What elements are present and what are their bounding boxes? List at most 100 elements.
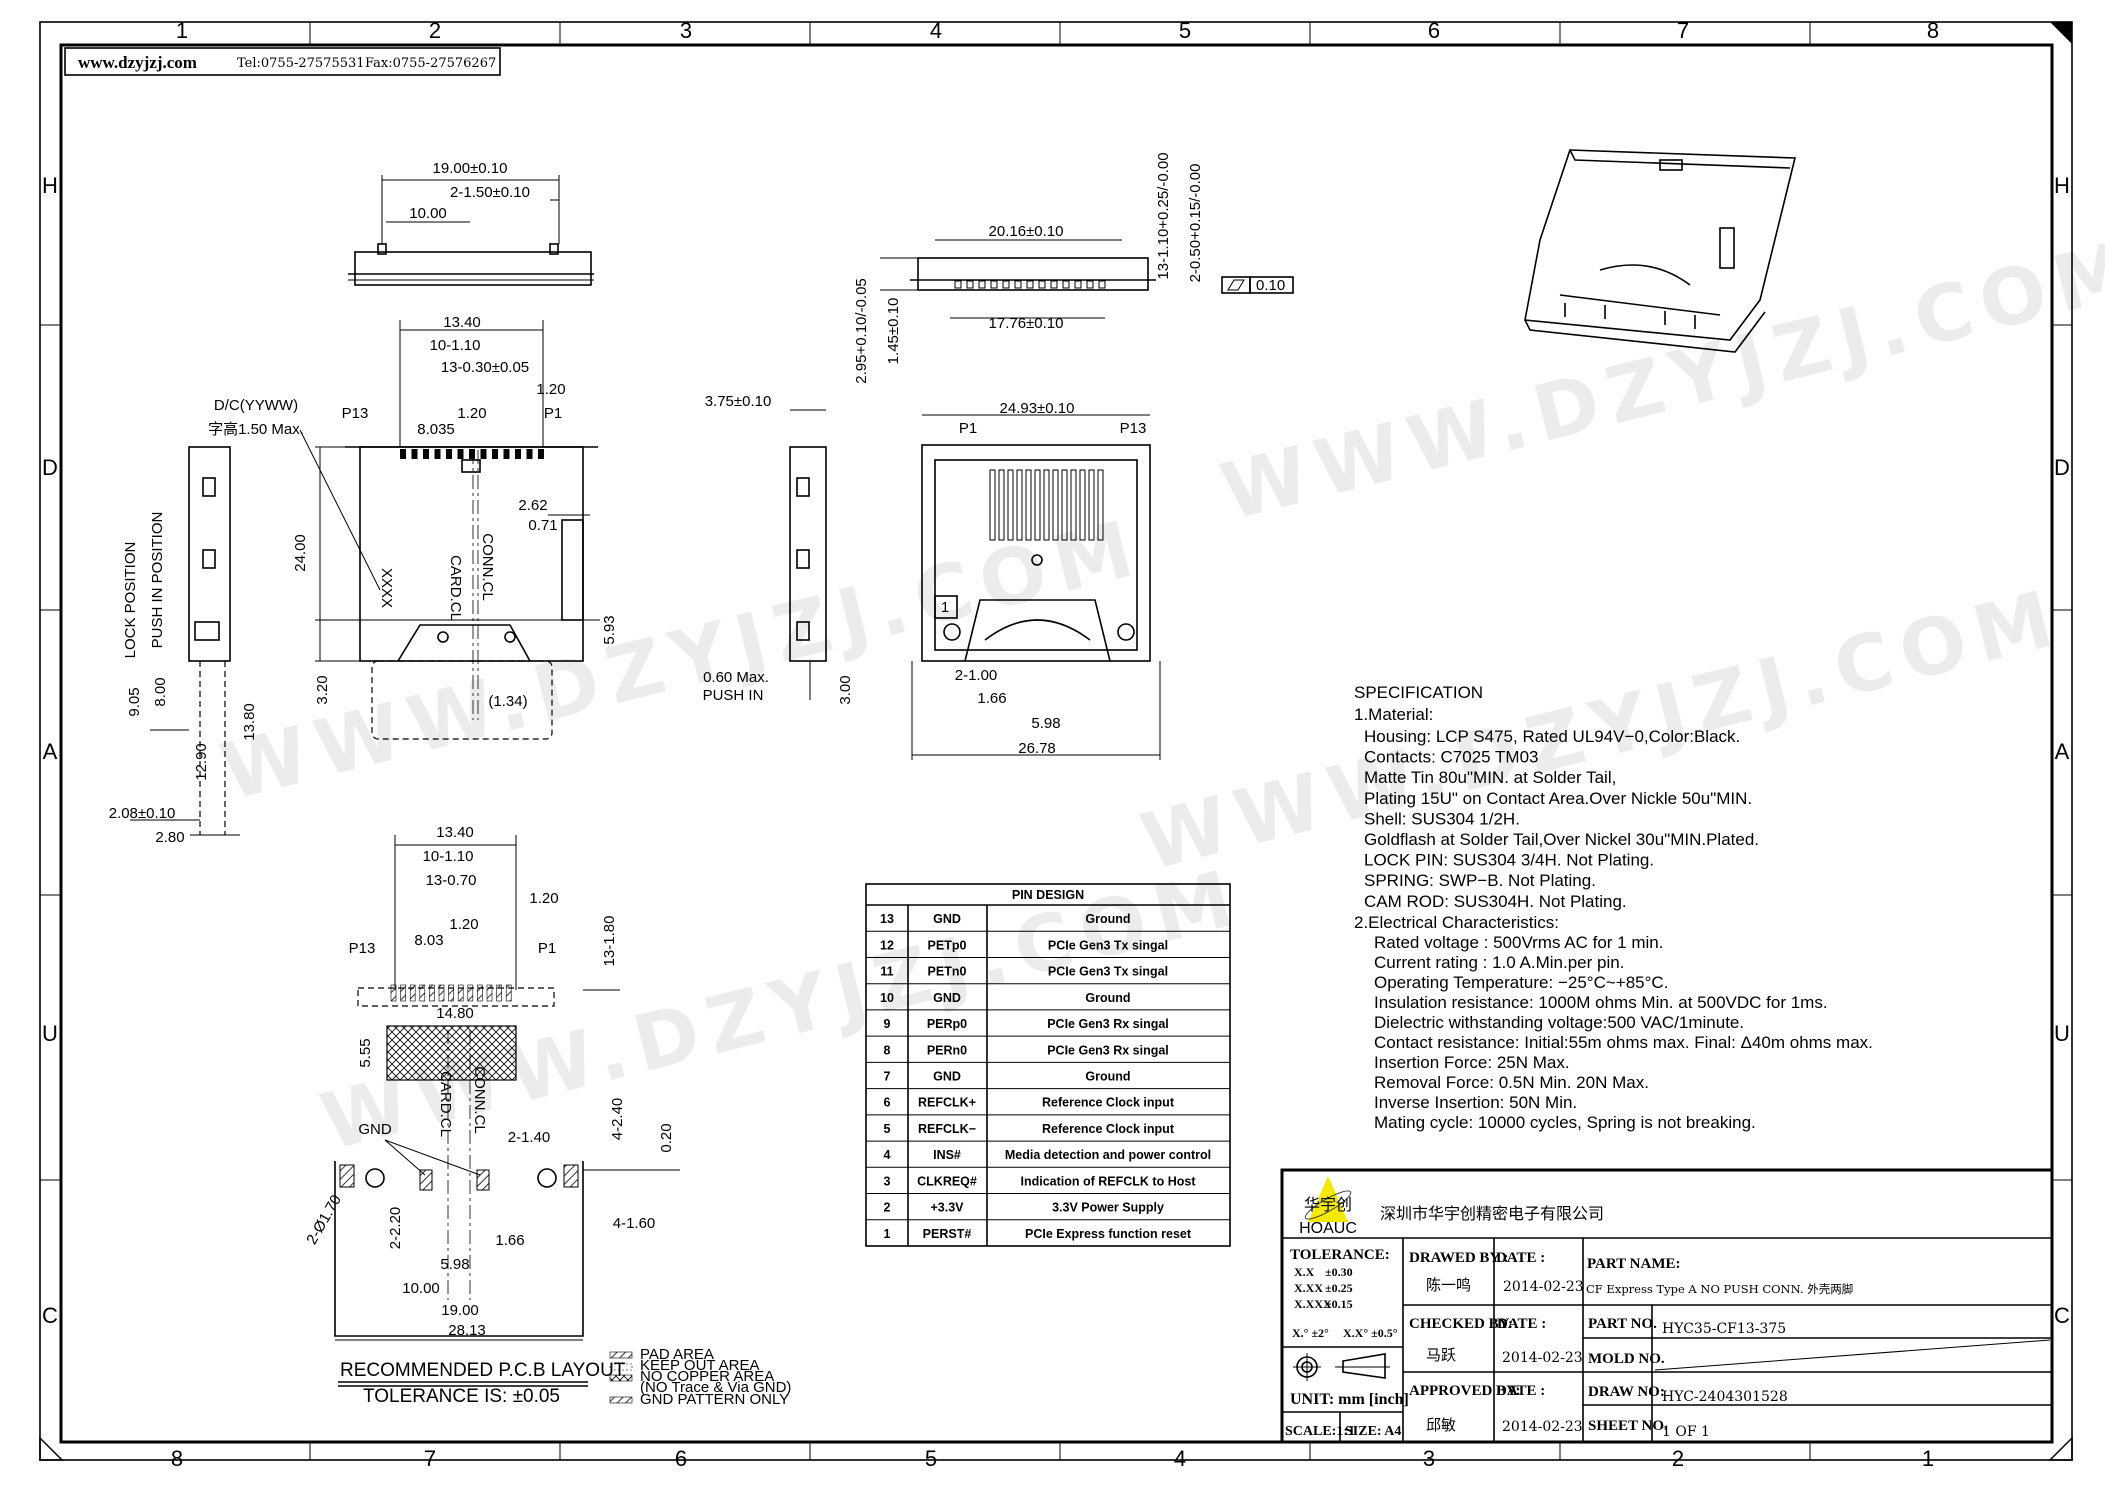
specification: SPECIFICATION 1.Material: 2.Electrical C… <box>1354 683 1873 1132</box>
dimension-label: PUSH IN POSITION <box>149 512 166 649</box>
dimension-label: P1 <box>538 940 556 957</box>
dimension-label: 5.55 <box>357 1038 374 1067</box>
checked-by: 马跃 <box>1426 1346 1456 1364</box>
fax: Fax:0755-27576267 <box>365 56 496 71</box>
header-banner: www.dzyjzj.com Tel:0755-27575531 Fax:075… <box>64 47 501 76</box>
tol-xxx-label: X.XX <box>1294 1281 1323 1295</box>
approved-date: 2014-02-23 <box>1502 1419 1583 1435</box>
dimension-label: 26.78 <box>1018 740 1056 757</box>
pin-icon <box>1086 280 1094 289</box>
tol-xxx-value: ±0.25 <box>1325 1281 1353 1295</box>
logo-brand: HOAUC <box>1299 1220 1357 1237</box>
website: www.dzyjzj.com <box>78 53 197 72</box>
pin-description: 3.3V Power Supply <box>1052 1201 1164 1215</box>
dimension-label: CONN.CL <box>471 1066 488 1134</box>
pin-number: 8 <box>884 1043 891 1057</box>
draw-no-label: DRAW NO: <box>1588 1384 1665 1400</box>
dimension-label: 2-0.50+0.15/-0.00 <box>1187 164 1204 283</box>
pcb-pad <box>457 984 464 1002</box>
top-view-middle: 0.10 <box>880 239 1294 319</box>
pin-icon <box>457 449 464 459</box>
dimension-label: 2-2.20 <box>387 1207 404 1250</box>
zone-column-label: 7 <box>1677 18 1689 43</box>
dimension-label: 13-1.80 <box>601 916 618 967</box>
bottom-view <box>911 414 1161 760</box>
pin-number: 9 <box>884 1017 891 1031</box>
zone-column-label: 2 <box>429 18 441 43</box>
isometric-view <box>1524 149 1797 353</box>
pin-description: Media detection and power control <box>1005 1148 1211 1162</box>
dimension-label: 13-1.10+0.25/-0.00 <box>1155 152 1172 279</box>
pin-icon <box>1074 280 1082 289</box>
pin-icon <box>503 449 510 459</box>
contact-icon <box>1034 469 1041 541</box>
contact-icon <box>1007 469 1014 541</box>
dimension-label: P1 <box>544 405 562 422</box>
tel: Tel:0755-27575531 <box>237 56 365 71</box>
dimension-label: 1.20 <box>449 916 478 933</box>
pin-icon <box>480 449 487 459</box>
size: SIZE: A4 <box>1345 1424 1401 1439</box>
pin-icon <box>1026 280 1034 289</box>
dimension-label: 2-Ø1.70 <box>303 1192 345 1247</box>
company-logo: 华宇创 HOAUC <box>1299 1176 1357 1237</box>
pin-icon <box>400 449 406 459</box>
tolerance-label: TOLERANCE: <box>1290 1247 1390 1263</box>
dimension-label: 2.62 <box>518 497 547 514</box>
pin-icon <box>538 449 544 459</box>
dimension-label: 5.98 <box>1031 715 1060 732</box>
pin-icon <box>469 449 475 459</box>
dimension-label: 13.80 <box>241 703 258 741</box>
dimension-label: 19.00 <box>441 1302 479 1319</box>
dimension-label: P13 <box>349 940 376 957</box>
legend-no-copper-note: (NO Trace & Via GND) <box>640 1379 791 1396</box>
pin-icon <box>1098 280 1106 289</box>
material-spec-line: Matte Tin 80u"MIN. at Solder Tail, <box>1364 768 1616 787</box>
dimension-label: 2-1.50±0.10 <box>450 184 530 201</box>
dimension-label: 5.98 <box>440 1256 469 1273</box>
pcb-title: RECOMMENDED P.C.B LAYOUT TOLERANCE IS: ±… <box>338 1346 791 1408</box>
pin-number: 7 <box>884 1070 891 1084</box>
dimension-label: 0.20 <box>658 1123 675 1152</box>
checked-by-label: CHECKED BY: <box>1409 1316 1513 1332</box>
pin-signal-name: PETp0 <box>928 938 967 952</box>
pin-description: PCIe Gen3 Rx singal <box>1047 1043 1169 1057</box>
pin-description: PCIe Express function reset <box>1025 1227 1192 1241</box>
pcb-layout-title: RECOMMENDED P.C.B LAYOUT <box>340 1360 626 1381</box>
pcb-pad <box>400 984 406 1002</box>
pin-description: Reference Clock input <box>1042 1096 1175 1110</box>
legend-gnd-pattern: GND PATTERN ONLY <box>640 1391 789 1408</box>
pin-icon <box>954 280 962 289</box>
part-name: CF Express Type A NO PUSH CONN. 外壳两脚 <box>1586 1282 1853 1296</box>
dimension-label: 19.00±0.10 <box>433 160 508 177</box>
contact-icon <box>1025 469 1032 541</box>
dimension-label: 1 <box>941 599 949 616</box>
dimension-label: 8.00 <box>152 677 169 706</box>
dimension-label: 1.66 <box>495 1232 524 1249</box>
title-block: 华宇创 HOAUC 深圳市华宇创精密电子有限公司 TOLERANCE: X.X … <box>1280 1168 2054 1444</box>
tol-xx-value: ±0.30 <box>1325 1265 1353 1279</box>
pin-icon <box>434 449 441 459</box>
dimension-label: 3.20 <box>314 675 331 704</box>
pin-description: PCIe Gen3 Tx singal <box>1048 938 1168 952</box>
left-side-view <box>130 446 240 836</box>
electrical-spec-line: Mating cycle: 10000 cycles, Spring is no… <box>1374 1113 1756 1132</box>
dimension-label: 12.90 <box>193 743 210 781</box>
front-view <box>299 320 600 740</box>
dimension-label: P13 <box>342 405 369 422</box>
material-spec-line: CAM ROD: SUS304H. Not Plating. <box>1364 892 1627 911</box>
zone-row-label: C <box>42 1303 58 1328</box>
dimension-label: 20.16±0.10 <box>989 223 1064 240</box>
dimension-label: 0.60 Max. <box>703 669 769 686</box>
dimension-label: 17.76±0.10 <box>989 315 1064 332</box>
pin-signal-name: REFCLK− <box>918 1122 976 1136</box>
pin-signal-name: CLKREQ# <box>917 1174 977 1188</box>
projection-symbol-icon <box>1293 1353 1390 1381</box>
pin-icon <box>1038 280 1046 289</box>
zone-row-label: A <box>43 739 58 764</box>
pin-number: 3 <box>884 1174 891 1188</box>
dimension-label: 3.00 <box>837 675 854 704</box>
pin-icon <box>515 449 521 459</box>
pin-description: Reference Clock input <box>1042 1122 1175 1136</box>
